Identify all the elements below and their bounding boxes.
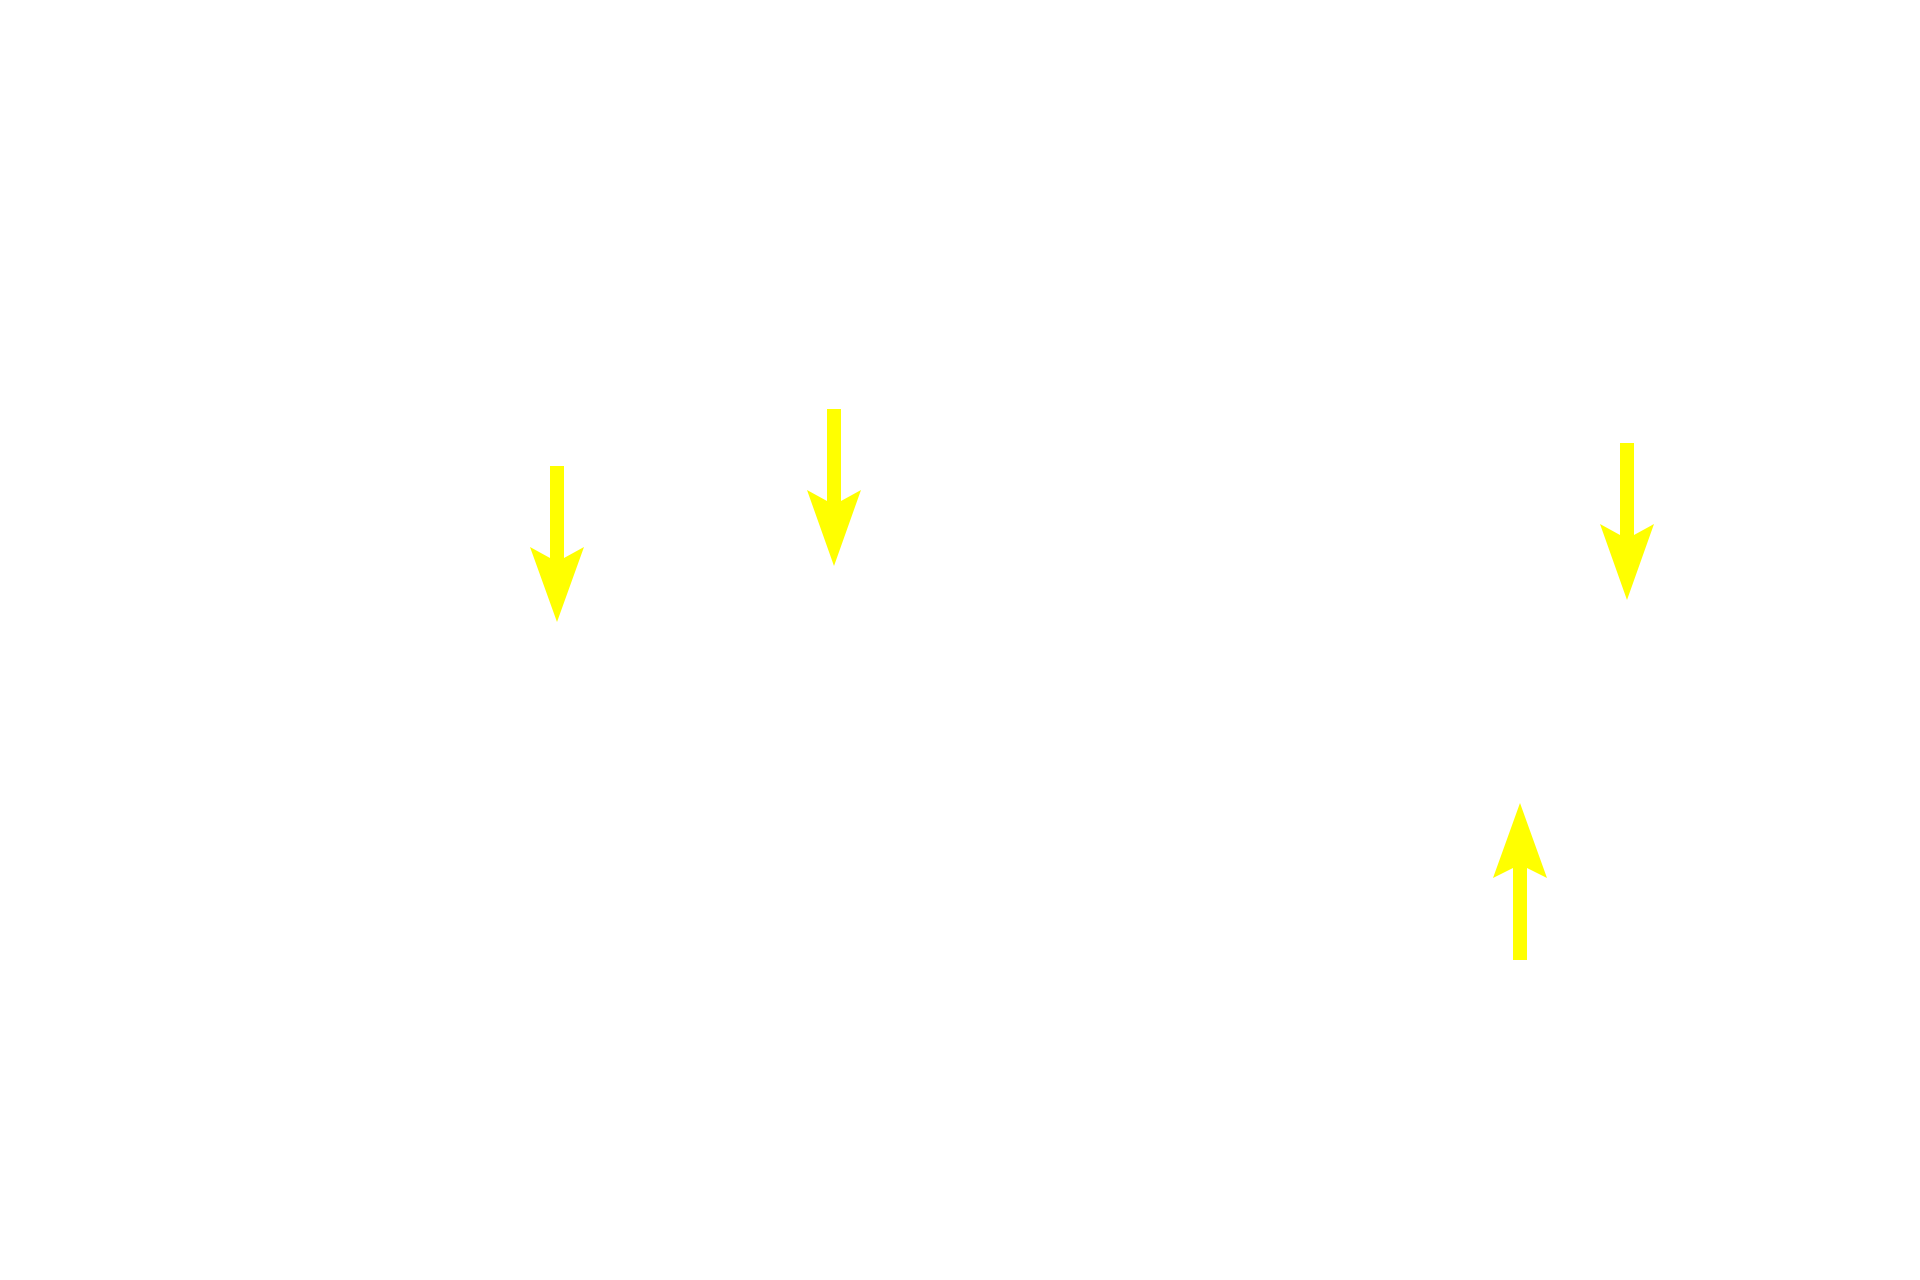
arrow-down-icon (1600, 443, 1654, 600)
arrow-up-icon (1493, 803, 1547, 960)
arrow-down-icon (530, 466, 584, 622)
arrow-down-icon (807, 409, 861, 566)
